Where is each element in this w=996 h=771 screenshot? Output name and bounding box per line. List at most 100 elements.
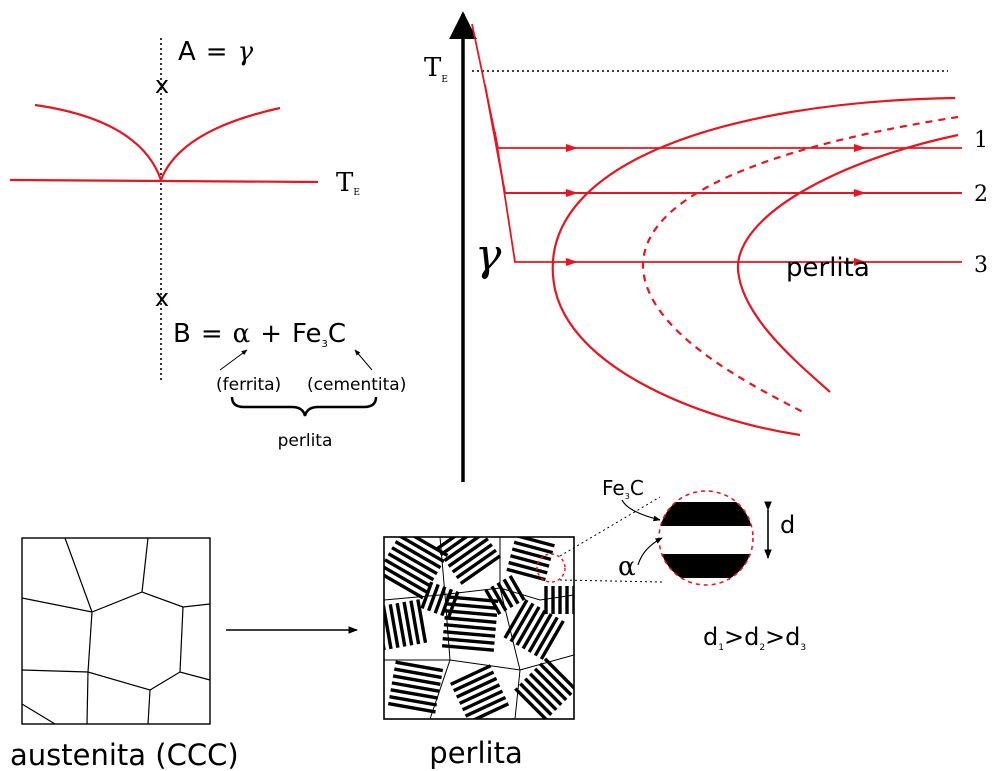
- phase-diagram-sketch: x x A=γ TE B=α+Fe3C (ferrita) (cementita…: [9, 37, 406, 451]
- cementite-lamella: [392, 674, 441, 686]
- alpha-label: α: [618, 552, 636, 582]
- start-c-curve: [551, 96, 956, 437]
- path-3-arrow-a: [566, 258, 578, 266]
- cementite-lamella: [455, 548, 497, 580]
- pearlite-label: perlita: [429, 736, 522, 770]
- cementite-lamella: [453, 670, 495, 693]
- cementite-lamella: [391, 546, 438, 576]
- te-label-axis: TE: [424, 53, 448, 85]
- cementite-lamella: [451, 543, 493, 574]
- cementite-lamella: [514, 687, 548, 719]
- cementite-lamella: [543, 657, 574, 692]
- pearlite-colony: [441, 595, 499, 652]
- cementite-lamella: [433, 586, 447, 614]
- cementite-lamella: [398, 537, 445, 564]
- path-1-label: 1: [974, 128, 988, 153]
- ferrita-label: (ferrita): [216, 375, 281, 395]
- cementite-lamella: [490, 585, 508, 612]
- path-3-arrow-b: [854, 258, 866, 266]
- ttt-diagram: TE γ 1 2 3 perlita: [424, 11, 988, 482]
- cementite-band-top: [659, 502, 753, 526]
- spacing-relation: d1>d2>d3: [703, 623, 806, 653]
- cementite-lamella: [484, 589, 502, 615]
- cementite-lamella: [455, 676, 498, 699]
- cementite-lamella: [513, 540, 554, 555]
- pearlite-colony: [506, 537, 555, 582]
- cementite-lamella: [515, 606, 541, 646]
- point-a-marker: x: [155, 71, 169, 99]
- cementite-lamella: [506, 567, 546, 582]
- cementite-lamella: [389, 694, 438, 707]
- zoom-region-marker: [536, 553, 566, 583]
- cementite-lamella: [523, 677, 558, 712]
- austenite-frame: [21, 537, 211, 725]
- cementite-lamella: [511, 547, 552, 562]
- phase-b-label: B=α+Fe3C: [173, 319, 346, 350]
- cementite-lamella: [443, 623, 496, 631]
- cementite-lamella: [515, 537, 555, 548]
- spacing-label: d: [780, 511, 795, 539]
- cementite-lamella: [446, 591, 460, 619]
- cementite-lamella: [384, 570, 424, 600]
- cementite-lamella: [384, 564, 428, 594]
- cementite-lamella: [441, 643, 495, 652]
- pearlite-micrograph: perlita: [383, 536, 575, 770]
- cementite-lamella: [444, 609, 498, 618]
- liquidus-left-curve: [34, 103, 163, 181]
- austenita-label: austenita (CCC): [10, 738, 239, 771]
- cementite-lamella: [519, 682, 553, 716]
- cementita-pointer-arrow: [354, 349, 373, 371]
- cementite-lamella: [395, 602, 407, 647]
- cementite-lamella: [459, 554, 501, 585]
- cementite-lamella: [521, 609, 547, 650]
- point-b-marker: x: [155, 284, 169, 312]
- liquidus-right-curve: [159, 106, 281, 181]
- cementite-lamella: [467, 702, 510, 719]
- perlita-brace: [230, 396, 378, 417]
- cementite-lamella: [390, 688, 439, 700]
- path-2-arrow-b: [854, 189, 866, 197]
- gamma-label: γ: [475, 230, 502, 281]
- cementite-lamella: [384, 606, 386, 651]
- cementite-lamella: [391, 681, 440, 693]
- cementite-lamella: [533, 616, 559, 657]
- cementite-lamella: [401, 537, 449, 557]
- pearlite-colony: [384, 599, 428, 651]
- cementite-lamella: [384, 558, 431, 588]
- austenite-grain-boundaries: [21, 537, 211, 725]
- cementite-lamella: [538, 662, 573, 697]
- fe3c-label: Fe3C: [602, 476, 644, 501]
- cementite-lamella: [539, 620, 565, 660]
- mid-dashed-c-curve: [641, 115, 959, 414]
- phase-a-label: A=γ: [178, 37, 254, 67]
- cementite-lamella: [443, 630, 496, 638]
- lamellae-zoom: Fe3C α d d1>d2>d3: [602, 476, 806, 653]
- pearlite-colony: [503, 599, 565, 660]
- pearlite-colony: [514, 657, 574, 719]
- pearlite-colony: [387, 660, 444, 714]
- cementite-lamella: [503, 599, 529, 639]
- perlita-region-label: perlita: [786, 253, 870, 283]
- brace-perlita-label: perlita: [278, 431, 333, 451]
- zoom-line-bottom: [559, 579, 663, 583]
- alpha-pointer-arrow: [637, 537, 663, 566]
- cementite-lamella: [444, 616, 497, 624]
- cementite-lamella: [442, 636, 495, 645]
- cementite-lamella: [509, 554, 550, 568]
- cementite-lamella: [409, 600, 421, 645]
- cementite-lamella: [394, 540, 442, 570]
- cementite-lamella: [402, 601, 414, 646]
- cementite-lamella: [508, 560, 548, 575]
- cooling-path-3: [494, 131, 962, 263]
- pearlite-colony: [450, 664, 510, 719]
- cementite-lamella: [439, 537, 481, 557]
- austenite-micrograph: austenita (CCC): [10, 537, 239, 771]
- zoom-line-top: [559, 496, 661, 557]
- eutectoid-line: [9, 178, 319, 184]
- te-label-left: TE: [336, 168, 360, 198]
- fe3c-pointer-arrow: [621, 499, 661, 522]
- cementite-lamella: [443, 537, 485, 562]
- cementite-lamella: [464, 695, 507, 718]
- ferrita-pointer-arrow: [219, 349, 248, 371]
